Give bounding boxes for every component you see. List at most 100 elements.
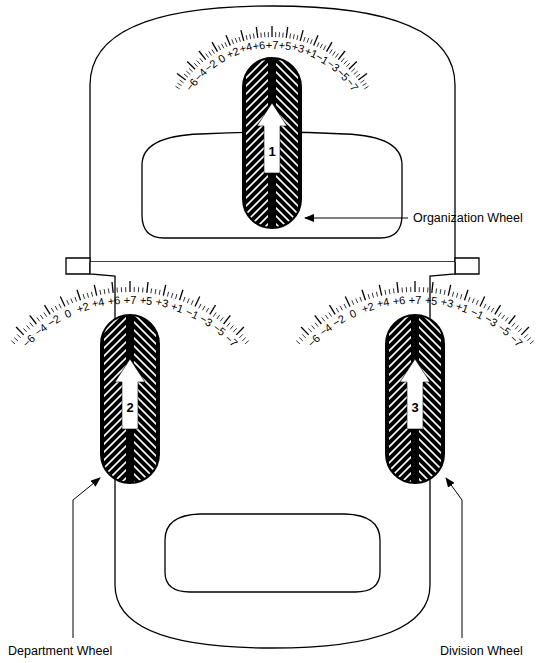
gauge-tick <box>206 308 209 312</box>
gauge-tick <box>360 80 364 83</box>
gauge-tick <box>452 292 453 297</box>
gauge-tick <box>402 288 403 293</box>
tire-base <box>243 58 301 228</box>
gauge-number: +6 <box>107 295 121 307</box>
gauge-tick <box>226 35 230 45</box>
gauge-tick <box>199 51 206 60</box>
gauge-tick <box>59 304 61 308</box>
direction-arrow <box>257 103 287 173</box>
wheel-label: Division Wheel <box>440 645 523 658</box>
gauge-tick <box>125 287 126 292</box>
gauge-tick <box>282 33 284 38</box>
gauge-tick <box>509 315 516 324</box>
gauge-tick <box>304 37 306 42</box>
gauge-tick <box>476 300 478 305</box>
gauge-tick <box>239 37 241 42</box>
gauge-tick <box>322 317 325 321</box>
tire-outline <box>101 315 159 483</box>
gauge-tick <box>99 290 101 295</box>
wheels <box>101 58 444 483</box>
gauge-tick <box>189 68 193 71</box>
gauge-tick <box>138 287 139 292</box>
gauge-tick <box>286 27 288 38</box>
gauge-tick <box>40 315 43 319</box>
gauge-tick <box>379 285 381 296</box>
tire-outline <box>386 315 444 483</box>
gauge-tick <box>330 305 336 314</box>
gauge-tick <box>354 71 358 74</box>
gauge-tick <box>315 315 322 324</box>
gauge-tick <box>521 327 529 335</box>
gauge-tick <box>16 327 24 335</box>
gauge-tick <box>264 32 265 37</box>
gauge-ticks <box>11 26 533 344</box>
gauge-tick <box>515 326 518 330</box>
gauge-tick <box>17 334 21 338</box>
gauge-tick <box>77 290 81 300</box>
gauge-tick <box>315 323 318 327</box>
gauge-tick <box>150 289 152 294</box>
gauge-tick <box>491 308 494 312</box>
gauge-tick <box>275 32 276 37</box>
gauge-tick <box>346 63 349 67</box>
gauge-tick <box>83 294 84 299</box>
gauge-tick <box>14 338 18 341</box>
gauge-tick <box>488 306 490 310</box>
gauge-tick <box>300 30 303 41</box>
gauge-tick <box>112 282 113 293</box>
gauge-tick <box>271 26 272 37</box>
gauge-tick <box>104 289 106 294</box>
gauge-tick <box>362 83 366 86</box>
gauge-tick <box>307 38 309 43</box>
gauge-tick <box>194 63 197 67</box>
gauge-tick <box>527 338 531 341</box>
gauge-tick <box>117 288 118 293</box>
gauge-tick <box>147 282 148 293</box>
gauge-tick <box>368 294 369 299</box>
gauge-tick <box>67 300 69 305</box>
gauge-tick <box>465 290 469 300</box>
gauge-tick <box>480 297 485 307</box>
gauge-tick <box>393 289 395 294</box>
gauge-tick <box>279 32 280 37</box>
gauge-number: +4 <box>91 297 106 310</box>
gauge-tick <box>325 315 328 319</box>
gauge-tick <box>297 35 298 40</box>
gauge-tick <box>184 74 188 77</box>
gauge-tick <box>163 285 165 296</box>
gauge-tick <box>524 334 528 338</box>
gauge-tick <box>356 74 360 77</box>
gauge-tick <box>432 282 433 293</box>
gauge-tick <box>312 326 315 330</box>
gauge-tick <box>197 61 200 65</box>
tire-outline <box>243 58 301 228</box>
gauge-tick <box>260 33 262 38</box>
gauge-tick <box>235 38 237 43</box>
gauge-number: +7 <box>124 295 137 306</box>
gauge-tick <box>356 299 358 304</box>
gauge-tick <box>176 294 177 299</box>
gauge-number: +5 <box>139 295 153 307</box>
gauge-number: +3 <box>439 297 454 310</box>
gauge-tick <box>239 334 243 338</box>
gauge-tick <box>186 71 190 74</box>
gauge-tick <box>448 285 450 296</box>
gauge-tick <box>505 317 508 321</box>
gauge-tick <box>289 34 291 39</box>
gauge-tick <box>362 290 366 300</box>
gauge-tick <box>11 341 15 344</box>
gauge-tick <box>372 293 373 298</box>
gauge-number: +5 <box>424 295 438 307</box>
gauge-number: +7 <box>266 40 279 51</box>
gauge-tick <box>167 292 168 297</box>
gauge-number: −2 <box>46 313 62 329</box>
gauge-tick <box>134 287 135 292</box>
gauge-tick <box>320 44 322 48</box>
gauge-tick <box>344 304 346 308</box>
direction-arrow <box>115 359 145 429</box>
gauge-tick <box>414 281 415 292</box>
gauge-tick <box>30 315 37 324</box>
gauge-tick <box>195 297 200 307</box>
gauge-tick <box>456 293 457 298</box>
